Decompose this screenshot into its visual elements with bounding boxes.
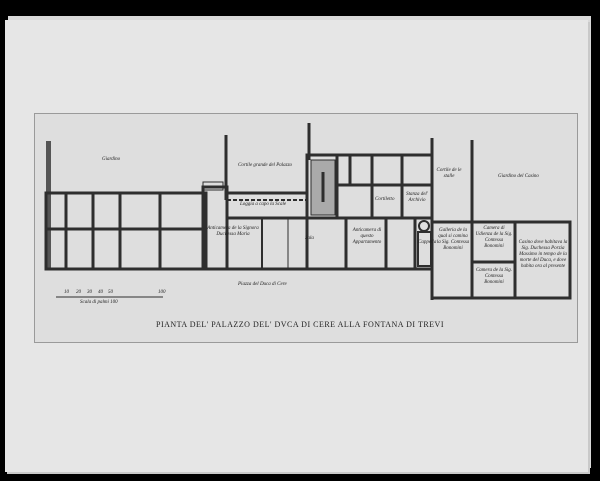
label-casino: Casino dove habitava la Sig. Duchessa Po… [518, 240, 568, 269]
scale-tick: 50 [108, 290, 113, 295]
label-anticamera-signora: Anticamera de la Signora Duchessa Maria [207, 226, 259, 237]
label-stanza-archivio: Stanza del' Archivio [406, 192, 428, 203]
label-camera-udienza: Camera di Udienza de la Sig. Contessa Bo… [475, 226, 513, 249]
label-loggia: Loggia a capo la Scale [240, 202, 287, 207]
plan-title: PIANTA DEL' PALAZZO DEL' DVCA DI CERE AL… [156, 320, 444, 329]
scale-tick: 40 [98, 290, 103, 295]
label-galleria: Galleria de la qual si camina la Sig. Co… [436, 228, 470, 251]
label-cortiletto: Cortiletto [375, 197, 395, 202]
label-sala: Sala [305, 236, 314, 241]
label-giardino: Giardino [102, 157, 121, 162]
label-cappella: Cappella [418, 240, 437, 245]
label-giardino-casino: Giardino del Casino [498, 174, 539, 179]
scale-tick: 100 [158, 290, 166, 295]
label-camera-contessa: Camera de la Sig. Contessa Bonomini [475, 268, 513, 285]
label-piazza: Piazza del Duca di Cere [238, 282, 287, 287]
scale-tick: 20 [76, 290, 81, 295]
scale-tick: 30 [87, 290, 92, 295]
label-anticamera-appartamento: Anticamera di questo Appartamento [352, 228, 382, 245]
scale-label: Scala di palmi 100 [80, 300, 118, 305]
scale-tick: 10 [64, 290, 69, 295]
label-cortile-stalle: Cortile de le stalle [436, 168, 462, 179]
label-cortile-grande: Cortile grande del Palazzo [238, 163, 293, 168]
